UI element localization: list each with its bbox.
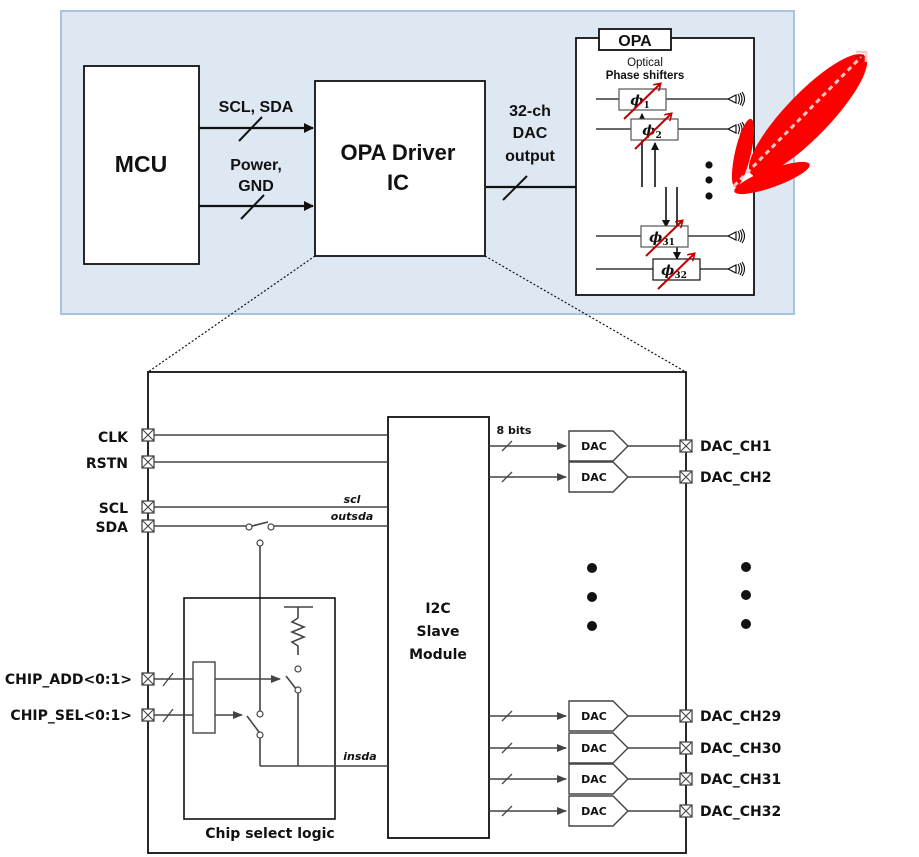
dac-block-label: DAC [581,773,607,786]
i2c-slave-module: I2C Slave Module [387,416,490,839]
pin-scl: SCL scl [99,493,388,517]
bits-label: 8 bits [497,424,532,437]
output-pin-label: DAC_CH31 [700,772,781,788]
chip-select-label: Chip select logic [205,826,334,842]
output-pin-label: DAC_CH30 [700,741,781,757]
pin-chip-add: CHIP_ADD<0:1> [5,672,193,688]
i2c-line2: Slave [417,624,460,640]
dac-channel-row: DAC DAC_CH2 [489,461,771,493]
pin-sda: SDA outsda [95,510,388,712]
chip-select-logic: Chip select logic insda [183,597,388,842]
opa-sub-line2: Phase shifters [606,70,685,82]
antenna-icons [726,91,746,277]
dac-out-line1: 32-ch [509,103,551,120]
svg-text:ϕ1: ϕ1 [630,93,649,111]
dac-block-label: DAC [581,710,607,723]
dac-block [568,430,629,462]
svg-text:CHIP_ADD<0:1>: CHIP_ADD<0:1> [5,672,132,688]
power-bus: Power, GND [199,157,314,220]
mcu-block: MCU [83,65,200,265]
dac-out-line2: DAC [513,125,548,142]
antenna-icon [726,228,746,244]
mcu-label: MCU [115,151,167,177]
dac-block [568,763,629,795]
i2c-line1: I2C [425,601,450,617]
svg-text:RSTN: RSTN [86,456,128,472]
dac-block-label: DAC [581,805,607,818]
svg-text:CLK: CLK [98,430,129,446]
scl-signal-label: scl [344,493,361,506]
scl-sda-label: SCL, SDA [219,99,294,116]
dac-channel-row: DAC DAC_CH32 [489,795,781,827]
output-pin-label: DAC_CH2 [700,470,771,486]
opa-block: OPA Optical Phase shifters [575,28,755,296]
phase-shifter-2: ϕ2 [630,114,679,150]
outsda-signal-label: outsda [331,510,374,523]
antenna-icon [726,91,746,107]
zoom-guide-left [147,255,316,373]
driver-label-line2: IC [387,170,409,195]
dac-block [568,700,629,732]
dac-channel-row: DAC DAC_CH29 [489,700,781,732]
output-pin-label: DAC_CH32 [700,804,781,820]
insda-signal-label: insda [343,750,376,763]
dac-block-label: DAC [581,440,607,453]
output-pin-label: DAC_CH29 [700,709,781,725]
dac-out-line3: output [505,148,555,165]
opa-title: OPA [618,33,652,50]
zoom-guide-right [484,255,687,373]
opa-sub-line1: Optical [627,57,663,69]
dac-block-label: DAC [581,742,607,755]
dac-block [568,795,629,827]
pin-clk: CLK [98,428,388,446]
output-pin-label: DAC_CH1 [700,439,771,455]
pin-chip-sel: CHIP_SEL<0:1> [10,708,193,724]
pin-ellipsis [741,562,751,629]
dac-ellipsis [587,563,597,631]
antenna-icon [726,261,746,277]
dac-channel-row: DAC DAC_CH31 [489,763,781,795]
gnd-label: GND [238,178,274,195]
phase-shifter-1: ϕ1 [618,84,667,120]
svg-text:ϕ2: ϕ2 [642,123,661,141]
i2c-line3: Module [409,647,467,663]
opa-driver-ic-block: OPA Driver IC [314,80,486,257]
dac-block [568,732,629,764]
i2c-bus: SCL, SDA [199,99,314,142]
pin-rstn: RSTN [86,455,388,472]
dac-block-label: DAC [581,471,607,484]
antenna-icon [726,121,746,137]
driver-label-line1: OPA Driver [341,140,456,165]
svg-text:CHIP_SEL<0:1>: CHIP_SEL<0:1> [10,708,132,724]
phase-shifter-32: ϕ32 [652,254,701,290]
dac-channel-row: DAC DAC_CH30 [489,732,781,764]
dac-channel-row: DAC DAC_CH1 [489,430,771,462]
opa-ellipsis [705,161,713,200]
dac-block [568,461,629,493]
power-label: Power, [230,157,282,174]
svg-text:SCL: SCL [99,501,128,517]
phase-shifter-31: ϕ31 [640,221,689,257]
svg-text:SDA: SDA [95,520,128,536]
beam-pattern [731,50,868,195]
